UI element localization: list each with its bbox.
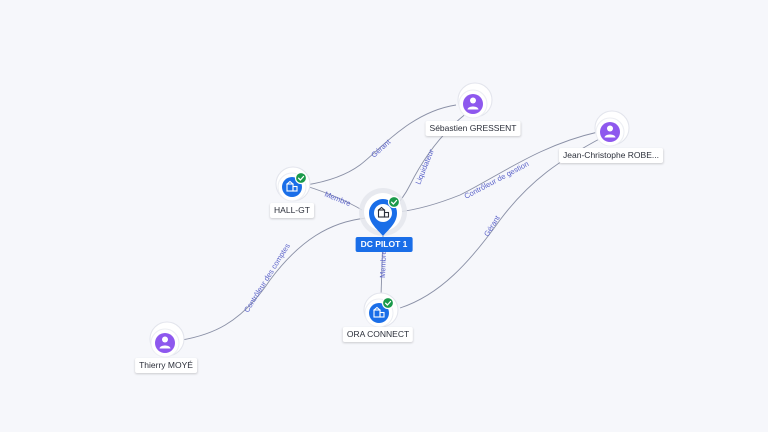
node-label-ora-connect[interactable]: ORA CONNECT — [342, 327, 414, 342]
verified-check-icon — [381, 296, 395, 310]
building-icon — [286, 180, 298, 192]
edge-thierry-dc-pilot — [181, 217, 367, 341]
person-icon — [600, 122, 620, 142]
edge-hall-gt-dc-pilot — [305, 185, 363, 211]
node-thierry-moye[interactable] — [149, 321, 185, 358]
building-icon — [373, 306, 385, 318]
person-icon — [155, 333, 175, 353]
edge-label-membre: Membre — [323, 190, 352, 209]
node-jean-christophe[interactable] — [594, 110, 630, 147]
node-hall-gt[interactable] — [275, 166, 311, 202]
verified-check-icon — [387, 195, 401, 209]
edge-label-controleur-des-comptes: Contrôleur des comptes — [242, 242, 292, 315]
node-label-sebastien-gressent[interactable]: Sébastien GRESSENT — [425, 121, 521, 136]
building-icon — [377, 206, 390, 218]
edge-label-gerant: Gérant — [369, 137, 393, 160]
node-label-dc-pilot-1[interactable]: DC PILOT 1 — [355, 237, 413, 252]
edge-label-gerant-ora: Gérant — [482, 213, 502, 238]
node-ora-connect[interactable] — [363, 292, 399, 328]
edge-label-membre-ora: Membre — [378, 250, 388, 278]
edge-label-controleur-de-gestion: Contrôleur de gestion — [463, 159, 531, 201]
node-sebastien-gressent[interactable] — [457, 82, 493, 119]
node-label-hall-gt[interactable]: HALL-GT — [270, 203, 314, 218]
edge-sebastien-hall-gt — [305, 104, 457, 186]
node-dc-pilot-1[interactable] — [359, 188, 407, 236]
person-icon — [463, 94, 483, 114]
edge-jean-christophe-dc-pilot — [397, 131, 599, 213]
node-label-thierry-moye[interactable]: Thierry MOYÉ — [135, 358, 197, 373]
node-label-jean-christophe[interactable]: Jean-Christophe ROBE... — [559, 148, 663, 163]
verified-check-icon — [294, 171, 308, 185]
edge-label-liquidateur: Liquidateur — [414, 148, 436, 186]
